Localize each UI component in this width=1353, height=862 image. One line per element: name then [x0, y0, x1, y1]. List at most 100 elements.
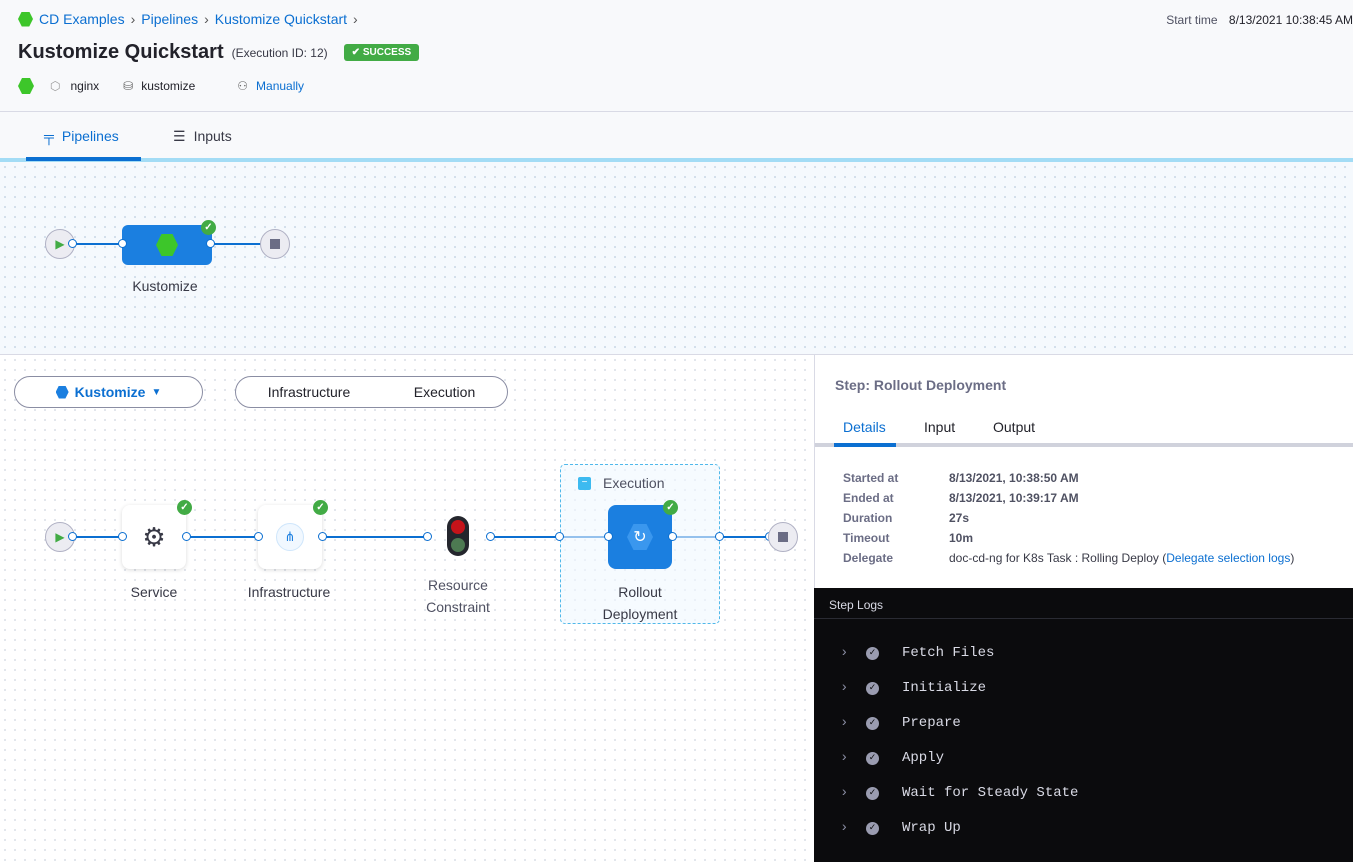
stop-icon	[778, 532, 788, 542]
log-section-label: Initialize	[902, 680, 987, 696]
collapse-icon[interactable]: −	[578, 477, 591, 490]
play-icon: ▶	[55, 530, 65, 544]
panel-tab-input[interactable]: Input	[924, 419, 956, 435]
service-icon: ⬡	[50, 79, 61, 93]
step-group-label: Execution	[603, 475, 665, 491]
start-time-label: Start time	[1166, 13, 1218, 27]
step-service[interactable]: ⚙	[122, 505, 186, 569]
infrastructure-icon: ⋔	[276, 523, 304, 551]
chevron-right-icon: ›	[840, 645, 849, 661]
detail-label: Ended at	[843, 491, 894, 505]
stage-label: Kustomize	[132, 278, 198, 294]
success-check-icon: ✓	[177, 500, 192, 515]
check-circle-icon: ✓	[866, 821, 879, 835]
step-details-panel: Step: Rollout Deployment Details Input O…	[814, 355, 1353, 588]
log-section-label: Prepare	[902, 715, 961, 731]
breadcrumb-pipelines[interactable]: Pipelines	[141, 11, 199, 27]
traffic-light-icon[interactable]	[447, 516, 469, 556]
tab-divider	[0, 158, 1353, 162]
chevron-right-icon: ›	[840, 750, 849, 766]
log-section-label: Wait for Steady State	[902, 785, 1079, 801]
logs-title: Step Logs	[829, 598, 884, 612]
step-label: Infrastructure	[247, 584, 331, 600]
log-section[interactable]: › ✓ Fetch Files	[840, 645, 994, 661]
success-check-icon: ✓	[201, 220, 216, 235]
cd-stage-icon	[156, 234, 178, 256]
detail-value: 10m	[949, 531, 974, 545]
service-name: nginx	[70, 79, 100, 93]
breadcrumb-project[interactable]: CD Examples	[39, 11, 125, 27]
step-label: Rollout Deployment	[602, 584, 678, 622]
caret-down-icon: ▼	[151, 386, 162, 398]
end-node	[768, 522, 798, 552]
stage-icon	[55, 385, 69, 399]
delegate-value: doc-cd-ng for K8s Task : Rolling Deploy …	[949, 551, 1295, 565]
check-circle-icon: ✓	[866, 646, 879, 660]
panel-tab-details[interactable]: Details	[843, 419, 886, 435]
tab-bar: ╤ Pipelines ☰ Inputs	[0, 112, 1353, 160]
chevron-right-icon: ›	[840, 680, 849, 696]
panel-tab-divider	[815, 443, 1353, 447]
tab-inputs[interactable]: ☰ Inputs	[173, 128, 232, 145]
check-circle-icon: ✓	[866, 716, 879, 730]
panel-tab-output[interactable]: Output	[993, 419, 1036, 435]
log-section[interactable]: › ✓ Prepare	[840, 715, 961, 731]
view-infrastructure[interactable]: Infrastructure	[267, 384, 351, 400]
environment-icon: ⛁	[123, 79, 134, 93]
view-execution[interactable]: Execution	[413, 384, 476, 400]
delegate-name: doc-cd-ng for K8s Task : Rolling Deploy	[949, 551, 1159, 565]
project-logo-icon	[18, 11, 33, 27]
module-icon	[18, 78, 34, 94]
step-rollout-deployment[interactable]: ↻	[608, 505, 672, 569]
step-label: Resource Constraint	[426, 577, 490, 615]
tab-pipelines[interactable]: ╤ Pipelines	[44, 128, 119, 144]
log-section[interactable]: ›✓Wrap Up	[840, 820, 961, 836]
stage-node-kustomize[interactable]	[122, 225, 212, 265]
step-logs: Step Logs › ✓ Fetch Files › ✓ Initialize › ✓ Pre…	[814, 588, 1353, 862]
detail-label: Duration	[843, 511, 893, 525]
trigger-type: Manually	[256, 79, 305, 93]
check-circle-icon: ✓	[866, 751, 879, 765]
log-section-label: Wrap Up	[902, 820, 961, 836]
start-node: ▶	[45, 229, 75, 259]
gears-icon: ⚙	[142, 521, 166, 552]
log-section[interactable]: › ✓ Initialize	[840, 680, 986, 696]
inputs-icon: ☰	[173, 128, 186, 144]
log-section-label: Fetch Files	[902, 645, 995, 661]
check-circle-icon: ✓	[866, 786, 879, 800]
trigger-icon: ⚇	[237, 79, 249, 93]
tab-label: Inputs	[193, 128, 232, 144]
chevron-right-icon: ›	[353, 11, 358, 27]
detail-label: Timeout	[843, 531, 890, 545]
rolling-deploy-icon: ↻	[627, 524, 653, 550]
play-icon: ▶	[55, 237, 65, 251]
stage-selector[interactable]: Kustomize ▼	[14, 376, 203, 408]
pipeline-graph[interactable]: ▶ ✓ Kustomize	[0, 162, 1353, 355]
pipeline-icon: ╤	[44, 128, 54, 144]
log-section[interactable]: › ✓ Apply	[840, 750, 944, 766]
detail-value: 27s	[949, 511, 970, 525]
stage-graph[interactable]: Kustomize ▼ Infrastructure Execution ▶ ⚙…	[0, 355, 814, 862]
detail-value: 8/13/2021, 10:38:50 AM	[949, 471, 1079, 485]
breadcrumb: CD Examples › Pipelines › Kustomize Quicks…	[18, 11, 358, 27]
log-section-label: Apply	[902, 750, 945, 766]
status-text: SUCCESS	[362, 47, 412, 58]
check-circle-icon: ✓	[866, 681, 879, 695]
header: CD Examples › Pipelines › Kustomize Quicks…	[0, 0, 1353, 112]
active-tab-indicator	[26, 157, 141, 161]
detail-label: Started at	[843, 471, 899, 485]
chevron-right-icon: ›	[204, 11, 209, 27]
step-label: Service	[130, 584, 178, 600]
breadcrumb-pipeline[interactable]: Kustomize Quickstart	[214, 11, 348, 27]
panel-title: Step: Rollout Deployment	[835, 377, 1007, 393]
chevron-right-icon: ›	[130, 11, 136, 27]
view-toggle: Infrastructure Execution	[235, 376, 508, 408]
tab-label: Pipelines	[61, 128, 119, 144]
chevron-right-icon: ›	[840, 785, 849, 801]
execution-id: (Execution ID: 12)	[231, 45, 328, 60]
log-section[interactable]: › ✓ Wait for Steady State	[840, 785, 1078, 801]
stage-selector-label: Kustomize	[74, 384, 146, 400]
step-infrastructure[interactable]: ⋔	[258, 505, 322, 569]
chevron-right-icon: ›	[840, 715, 849, 731]
delegate-selection-logs-link[interactable]: Delegate selection logs	[1166, 551, 1291, 565]
